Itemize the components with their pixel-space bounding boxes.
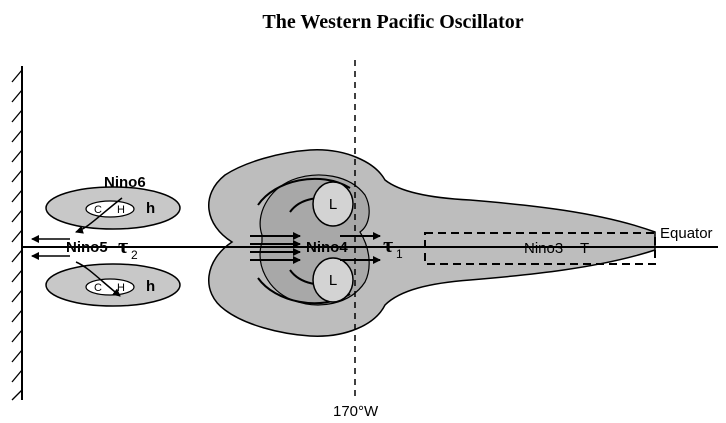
tau2-subscript: 2: [131, 248, 138, 262]
tau1-symbol: τ: [383, 232, 393, 257]
low-label-lower: L: [329, 272, 337, 289]
temperature-label: T: [580, 240, 589, 257]
nino5-label: Nino5: [66, 239, 108, 256]
diagram-title: The Western Pacific Oscillator: [262, 11, 523, 33]
tau2-symbol: τ: [118, 233, 128, 258]
nino4-label: Nino4: [306, 239, 348, 256]
h-label-south: h: [146, 278, 155, 295]
low-label-upper: L: [329, 196, 337, 213]
equator-label: Equator: [660, 225, 713, 242]
h-inner-label-south: H: [117, 282, 125, 294]
western-boundary: [12, 66, 22, 400]
h-label-north: h: [146, 200, 155, 217]
tau1-subscript: 1: [396, 247, 403, 261]
c-label-north: C: [94, 204, 102, 216]
longitude-label: 170°W: [333, 403, 379, 420]
nino3-label: Nino3: [524, 240, 563, 257]
nino6-label: Nino6: [104, 174, 146, 191]
c-label-south: C: [94, 282, 102, 294]
h-inner-label-north: H: [117, 204, 125, 216]
